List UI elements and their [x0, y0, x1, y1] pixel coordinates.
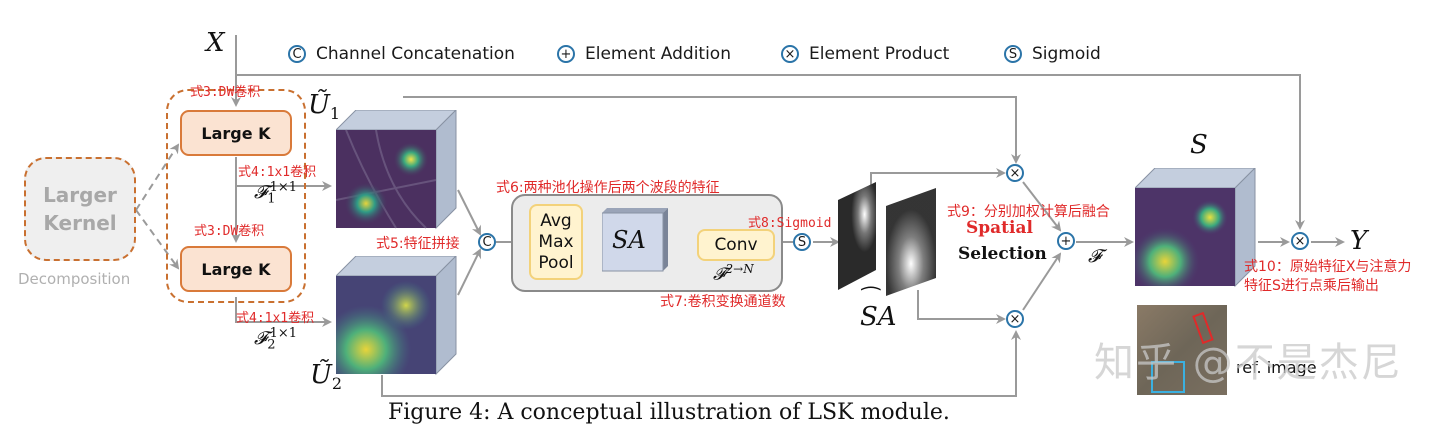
legend-channel-concatenation: C Channel Concatenation [288, 44, 515, 64]
decomposition-caption: Decomposition [18, 270, 131, 288]
legend-element-addition: + Element Addition [557, 44, 731, 64]
conv-box: Conv [697, 229, 775, 261]
element-addition-icon: + [557, 45, 575, 63]
s-attention-cube [1135, 168, 1256, 288]
conv-f-label: 𝓕2→N [713, 262, 754, 285]
tilde-mark: ⁀ [862, 288, 880, 313]
ref-image-label: ref. image [1236, 358, 1317, 377]
legend-label: Element Product [809, 44, 950, 64]
sigmoid-icon: S [1004, 45, 1022, 63]
channel-concatenation-icon: C [288, 45, 306, 63]
annotation-dw-conv-1: 式3:DW卷积 [190, 85, 261, 100]
spatial-label: Spatial [966, 218, 1033, 238]
output-y-label: Y [1350, 226, 1368, 256]
watermark: 知乎 @不是杰尼 [1094, 340, 1403, 386]
larger-kernel-box [24, 157, 136, 261]
larger-kernel-label: Larger Kernel [43, 183, 117, 235]
figure-caption: Figure 4: A conceptual illustration of L… [388, 400, 950, 425]
final-product-op-icon: × [1291, 232, 1309, 250]
annotation-weighted-fusion: 式9：分别加权计算后融合 [947, 204, 1110, 220]
addition-op-icon: + [1057, 232, 1075, 250]
ref-image [1137, 305, 1227, 395]
annotation-1x1-conv-2: 式4:1x1卷积 [236, 311, 315, 326]
legend-label: Channel Concatenation [316, 44, 515, 64]
sa-tilde-label: SA ⁀ [860, 288, 897, 332]
sigmoid-op-icon: S [793, 233, 811, 251]
legend-label: Sigmoid [1032, 44, 1101, 64]
large-kernel-group [166, 89, 306, 303]
u1-feature-cube [336, 110, 457, 230]
large-k-box-1: Large K [180, 110, 292, 156]
product-op-icon-1: × [1006, 164, 1024, 182]
annotation-dw-conv-2: 式3:DW卷积 [194, 224, 265, 239]
connection-wires [135, 35, 1345, 397]
product-op-icon-2: × [1006, 310, 1024, 328]
annotation-sigmoid: 式8:Sigmoid [748, 216, 832, 231]
f1-1x1-label: 𝓕11×1 [254, 180, 298, 207]
concat-op-icon: C [478, 233, 496, 251]
legend-sigmoid: S Sigmoid [1004, 44, 1101, 64]
u1-label: Ũ1 [308, 90, 341, 124]
input-x-label: X [206, 28, 225, 58]
sa-cube [602, 208, 668, 272]
fusion-f-label: 𝓕 [1088, 246, 1102, 267]
legend-label: Element Addition [585, 44, 731, 64]
selection-label: Selection [958, 244, 1047, 264]
annotation-pooling: 式6:两种池化操作后两个波段的特征 [496, 180, 720, 196]
spatial-attention-maps [838, 182, 936, 296]
u2-feature-cube [336, 256, 457, 376]
annotation-output: 式10：原始特征X与注意力 特征S进行点乘后输出 [1244, 259, 1412, 294]
annotation-conv: 式7:卷积变换通道数 [660, 294, 786, 310]
annotation-concat: 式5:特征拼接 [376, 236, 460, 252]
legend-element-product: × Element Product [781, 44, 949, 64]
s-label: S [1190, 130, 1208, 160]
large-k-box-2: Large K [180, 246, 292, 292]
u2-label: Ũ2 [310, 360, 343, 394]
sa-label: SA [612, 226, 646, 254]
f2-1x1-label: 𝓕21×1 [254, 326, 298, 353]
element-product-icon: × [781, 45, 799, 63]
ref-bbox-blue [1151, 361, 1185, 393]
annotation-1x1-conv-1: 式4:1x1卷积 [238, 165, 317, 180]
